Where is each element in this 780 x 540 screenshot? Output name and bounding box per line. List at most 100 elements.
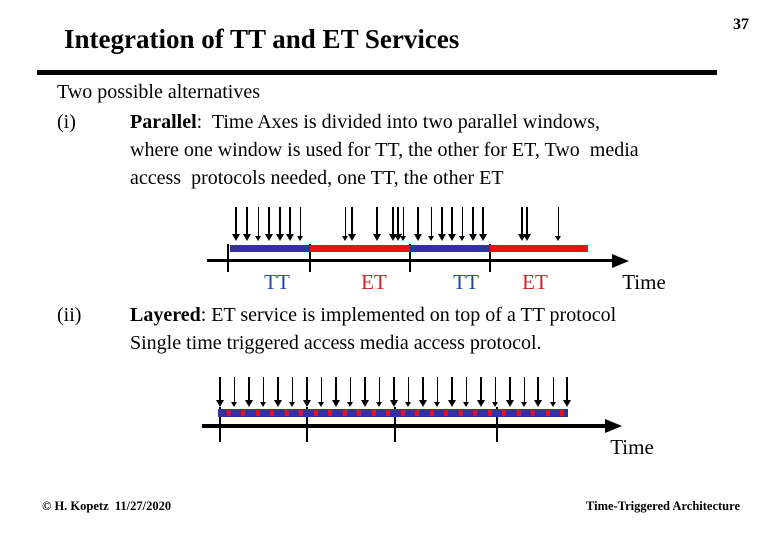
arrow-head	[276, 234, 284, 241]
et-slot-dash	[517, 410, 521, 416]
arrow-shaft	[289, 207, 291, 234]
event-arrow-icon	[521, 377, 527, 407]
event-arrow-icon	[255, 207, 261, 241]
item-text-line: Layered: ET service is implemented on to…	[130, 301, 770, 329]
et-slot-dash	[357, 410, 361, 416]
et-slot-dash	[314, 410, 318, 416]
event-arrow-icon	[232, 207, 240, 241]
event-arrow-icon	[361, 377, 369, 407]
event-arrow-icon	[550, 377, 556, 407]
arrow-head	[243, 234, 251, 241]
event-arrow-icon	[506, 377, 514, 407]
segment-label-tt: TT	[264, 270, 290, 294]
arrow-head	[394, 234, 402, 241]
arrow-shaft	[552, 377, 554, 402]
list-item-parallel: (i) Parallel: Time Axes is divided into …	[57, 108, 770, 192]
axis-tick	[306, 407, 308, 442]
event-arrow-icon	[231, 377, 237, 407]
axis-arrowhead-icon	[612, 253, 629, 268]
et-slot-dash	[488, 410, 492, 416]
arrow-head	[265, 234, 273, 241]
event-arrow-icon	[518, 207, 526, 241]
et-slot-dash	[430, 410, 434, 416]
arrow-shaft	[351, 207, 353, 234]
arrow-shaft	[306, 377, 308, 400]
arrow-shaft	[268, 207, 270, 234]
arrow-head	[521, 401, 527, 407]
arrow-shaft	[461, 207, 463, 236]
et-slot-dash	[343, 410, 347, 416]
arrow-head	[477, 400, 485, 407]
arrow-head	[245, 400, 253, 407]
arrow-shaft	[465, 377, 467, 402]
layered-tt-bar	[218, 409, 568, 417]
event-arrow-icon	[469, 207, 477, 241]
arrow-head	[216, 400, 224, 407]
arrow-shaft	[566, 377, 568, 400]
arrow-shaft	[526, 207, 528, 234]
item-text-line: where one window is used for TT, the oth…	[130, 139, 639, 161]
arrow-head	[274, 400, 282, 407]
et-slot-dash	[270, 410, 274, 416]
arrow-shaft	[422, 377, 424, 400]
axis-tick	[409, 244, 411, 272]
arrow-shaft	[482, 207, 484, 234]
arrow-shaft	[417, 207, 419, 234]
arrow-shaft	[436, 377, 438, 402]
arrow-shaft	[537, 377, 539, 400]
item-text: Parallel: Time Axes is divided into two …	[130, 108, 770, 192]
arrow-head	[479, 234, 487, 241]
arrow-head	[231, 401, 237, 407]
event-arrow-icon	[463, 377, 469, 407]
arrow-shaft	[402, 207, 404, 236]
et-slot-dash	[459, 410, 463, 416]
arrow-head	[550, 401, 556, 407]
et-slot-dash	[560, 410, 564, 416]
event-arrow-icon	[265, 207, 273, 241]
arrow-head	[376, 401, 382, 407]
event-arrow-icon	[434, 377, 440, 407]
event-arrow-icon	[477, 377, 485, 407]
tt-window-bar	[410, 245, 490, 252]
event-arrow-icon	[448, 377, 456, 407]
arrow-shaft	[472, 207, 474, 234]
arrow-head	[438, 234, 446, 241]
arrow-shaft	[235, 207, 237, 234]
item-text-line: Parallel: Time Axes is divided into two …	[130, 108, 770, 136]
event-arrow-icon	[448, 207, 456, 241]
arrow-shaft	[407, 377, 409, 402]
segment-label-time: Time	[622, 270, 666, 294]
axis-tick	[219, 407, 221, 442]
arrow-shaft	[557, 207, 559, 236]
event-arrow-icon	[459, 207, 465, 241]
et-window-bar	[310, 245, 410, 252]
axis-tick	[489, 244, 491, 272]
arrow-head	[506, 400, 514, 407]
event-arrow-icon	[438, 207, 446, 241]
et-slot-dash	[227, 410, 231, 416]
item-marker: (ii)	[57, 304, 82, 326]
event-arrow-icon	[523, 207, 531, 241]
arrow-head	[389, 234, 397, 241]
segment-label-tt: TT	[453, 270, 479, 294]
arrow-head	[414, 234, 422, 241]
arrow-shaft	[430, 207, 432, 236]
arrow-head	[523, 234, 531, 241]
event-arrow-icon	[405, 377, 411, 407]
et-slot-dash	[473, 410, 477, 416]
arrow-head	[419, 400, 427, 407]
event-arrow-icon	[394, 207, 402, 241]
slide-title: Integration of TT and ET Services	[64, 24, 460, 54]
et-slot-dash	[401, 410, 405, 416]
arrow-shaft	[344, 207, 346, 236]
et-window-bar	[490, 245, 588, 252]
arrow-head	[405, 401, 411, 407]
arrow-shaft	[349, 377, 351, 402]
arrow-head	[434, 401, 440, 407]
arrow-head	[518, 234, 526, 241]
arrow-shaft	[246, 207, 248, 234]
arrow-shaft	[523, 377, 525, 402]
event-arrow-icon	[534, 377, 542, 407]
arrow-shaft	[393, 377, 395, 400]
arrow-shaft	[509, 377, 511, 400]
